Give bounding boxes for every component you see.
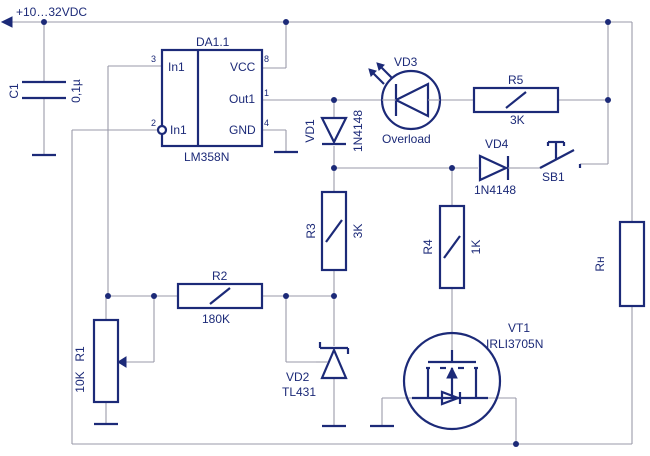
resistor-rn: Rн xyxy=(593,220,646,308)
vd4-ref: VD4 xyxy=(485,137,509,151)
power-label: +10…32VDC xyxy=(16,5,87,19)
arrow-left-icon xyxy=(0,16,13,28)
wires xyxy=(8,21,633,445)
r5-value: 3K xyxy=(510,113,525,127)
vt1-part: IRLI3705N xyxy=(486,337,543,351)
r4-ref: R4 xyxy=(421,239,435,255)
pin-number-4: 4 xyxy=(264,118,269,128)
resistor-r4: R4 1K xyxy=(421,204,483,290)
vd2-part: TL431 xyxy=(282,385,316,399)
body-diode xyxy=(440,390,462,406)
da1-pin-in1-plus: In1 xyxy=(168,60,185,74)
resistor-r3: R3 3K xyxy=(304,190,365,272)
diode-vd1: VD1 1N4148 xyxy=(303,110,365,152)
capacitor-c1: C1 0,1µ xyxy=(7,79,83,157)
wiper-arrow-icon xyxy=(117,356,127,368)
da1-pin-gnd: GND xyxy=(229,123,256,137)
vt1-ref: VT1 xyxy=(508,321,530,335)
r2-ref: R2 xyxy=(212,269,228,283)
pin-number-1: 1 xyxy=(264,88,269,98)
r5-ref: R5 xyxy=(508,73,524,87)
vd1-part: 1N4148 xyxy=(351,110,365,152)
r1-value: 10K xyxy=(73,371,87,392)
power-input: +10…32VDC xyxy=(0,5,87,28)
arrow-up-icon xyxy=(446,366,458,379)
sb1-ref: SB1 xyxy=(542,170,565,184)
r3-value: 3K xyxy=(351,224,365,239)
pin-number-3: 3 xyxy=(151,54,156,64)
vd1-ref: VD1 xyxy=(303,119,317,143)
r1-ref: R1 xyxy=(73,346,87,362)
da1-pin-in1-minus: In1 xyxy=(170,123,187,137)
r2-value: 180K xyxy=(202,312,230,326)
junction-dots xyxy=(41,19,611,447)
resistor-r5: R5 3K xyxy=(472,73,560,127)
resistor-r2: R2 180K xyxy=(176,269,264,326)
diode-vd4: VD4 1N4148 xyxy=(474,137,520,197)
da1-pin-vcc: VCC xyxy=(230,60,256,74)
da1-part: LM358N xyxy=(184,150,229,164)
r4-value: 1K xyxy=(469,240,483,255)
r3-ref: R3 xyxy=(304,223,318,239)
vd4-part: 1N4148 xyxy=(474,183,516,197)
regulator-vd2: VD2 TL431 xyxy=(282,342,350,428)
c1-value: 0,1µ xyxy=(69,79,83,103)
vd3-ref: VD3 xyxy=(394,55,418,69)
potentiometer-r1: R1 10K xyxy=(73,318,127,426)
da1-pin-out: Out1 xyxy=(229,92,255,106)
c1-ref: C1 xyxy=(7,83,21,99)
vd3-label: Overload xyxy=(382,132,431,146)
da1-ref: DA1.1 xyxy=(196,35,230,49)
vd2-ref: VD2 xyxy=(286,370,310,384)
pin-number-8: 8 xyxy=(264,54,269,64)
opamp-da1: DA1.1 LM358N In1 In1 VCC Out1 GND 3 2 8 … xyxy=(151,35,298,164)
led-vd3: VD3 Overload xyxy=(368,55,442,146)
switch-sb1: SB1 xyxy=(539,140,608,184)
pin-number-2: 2 xyxy=(151,118,156,128)
mosfet-vt1: VT1 IRLI3705N xyxy=(370,321,543,431)
rn-ref: Rн xyxy=(593,256,607,271)
